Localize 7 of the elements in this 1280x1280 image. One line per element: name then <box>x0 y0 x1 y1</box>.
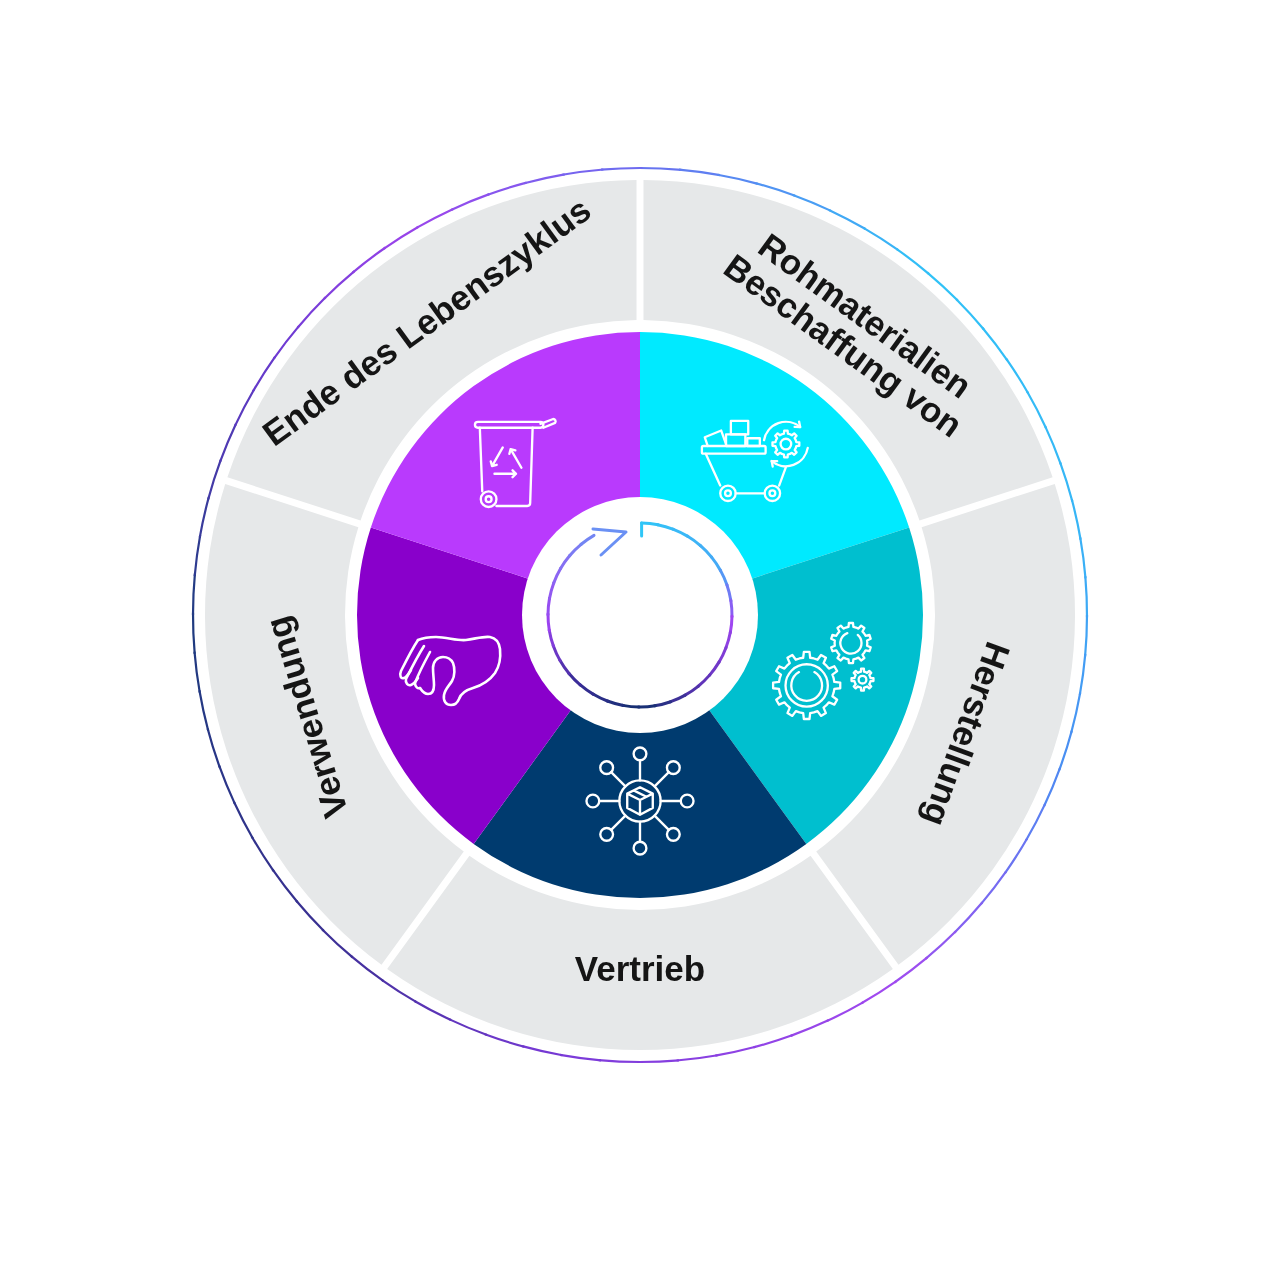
segment-label: Vertrieb <box>574 950 706 988</box>
ring-segment <box>816 483 1075 965</box>
ring-segment <box>227 180 637 521</box>
inner-sector <box>357 527 572 844</box>
ring-segment <box>387 855 893 1050</box>
inner-sector <box>473 708 807 898</box>
ring-segment <box>205 483 464 965</box>
